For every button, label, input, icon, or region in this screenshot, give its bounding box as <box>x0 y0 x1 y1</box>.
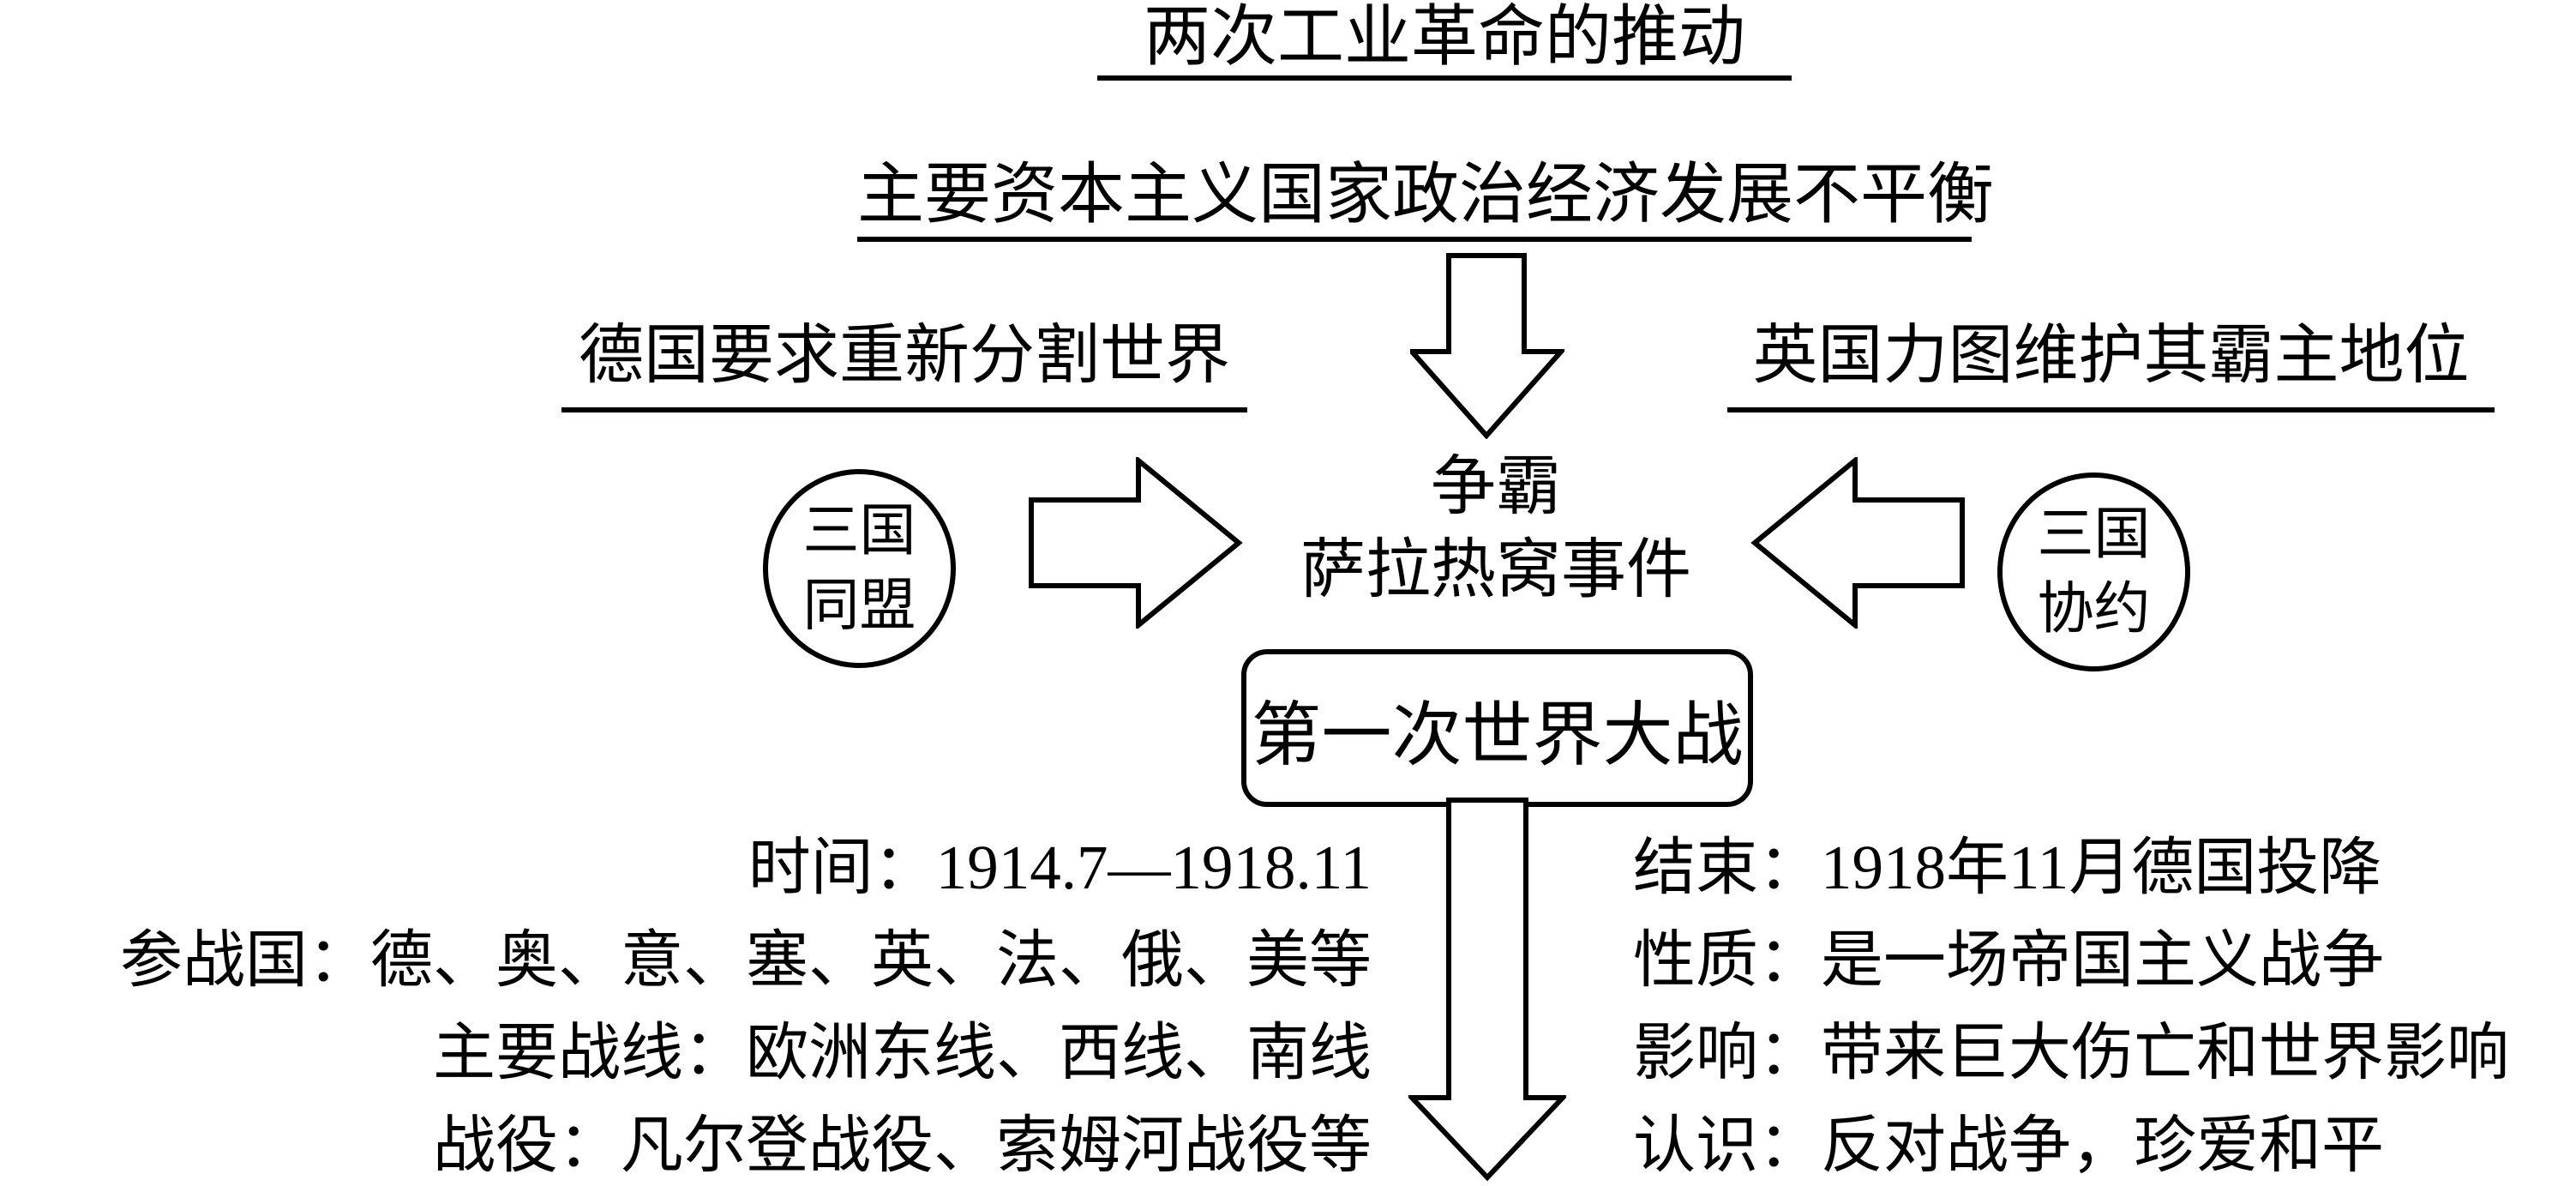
detail-nature: 性质：是一场帝国主义战争 <box>1633 925 2384 995</box>
triple-alliance-line2: 同盟 <box>802 575 916 637</box>
center-line-rivalry: 争霸 <box>1431 451 1561 523</box>
triple-alliance-circle: 三国 同盟 <box>763 469 956 668</box>
world-war-one-box: 第一次世界大战 <box>1241 649 1753 807</box>
triple-entente-line2: 协约 <box>2037 578 2151 641</box>
detail-end: 结束：1918年11月德国投降 <box>1633 833 2382 902</box>
cause-germany-redivide-world: 德国要求重新分割世界 <box>561 316 1247 412</box>
right-arrow-icon <box>1029 457 1243 629</box>
cause-britain-hegemony: 英国力图维护其霸主地位 <box>1727 316 2495 412</box>
cause-industrial-revolutions: 两次工业革命的推动 <box>1097 2 1792 81</box>
down-arrow-icon <box>1410 253 1564 439</box>
detail-impact: 影响：带来巨大伤亡和世界影响 <box>1633 1018 2509 1087</box>
long-down-arrow-icon <box>1408 798 1566 1182</box>
left-arrow-icon <box>1750 457 1965 629</box>
detail-battles: 战役：凡尔登战役、索姆河战役等 <box>433 1111 1372 1180</box>
detail-lesson: 认识：反对战争，珍爱和平 <box>1633 1111 2384 1180</box>
detail-main-fronts: 主要战线：欧洲东线、西线、南线 <box>433 1018 1372 1087</box>
detail-time: 时间：1914.7—1918.11 <box>748 833 1372 902</box>
triple-entente-line1: 三国 <box>2037 503 2151 566</box>
center-rivalry-sarajevo: 争霸 萨拉热窝事件 <box>1239 446 1753 613</box>
war-details-left: 时间：1914.7—1918.11 参战国：德、奥、意、塞、英、法、俄、美等 主… <box>0 822 1372 1186</box>
detail-belligerents: 参战国：德、奥、意、塞、英、法、俄、美等 <box>120 925 1372 995</box>
triple-entente-circle: 三国 协约 <box>1997 473 2190 671</box>
center-line-sarajevo: 萨拉热窝事件 <box>1300 534 1691 607</box>
cause-uneven-development: 主要资本主义国家政治经济发展不平衡 <box>857 156 1994 242</box>
triple-alliance-line1: 三国 <box>802 499 916 563</box>
war-details-right: 结束：1918年11月德国投降 性质：是一场帝国主义战争 影响：带来巨大伤亡和世… <box>1633 822 2576 1186</box>
